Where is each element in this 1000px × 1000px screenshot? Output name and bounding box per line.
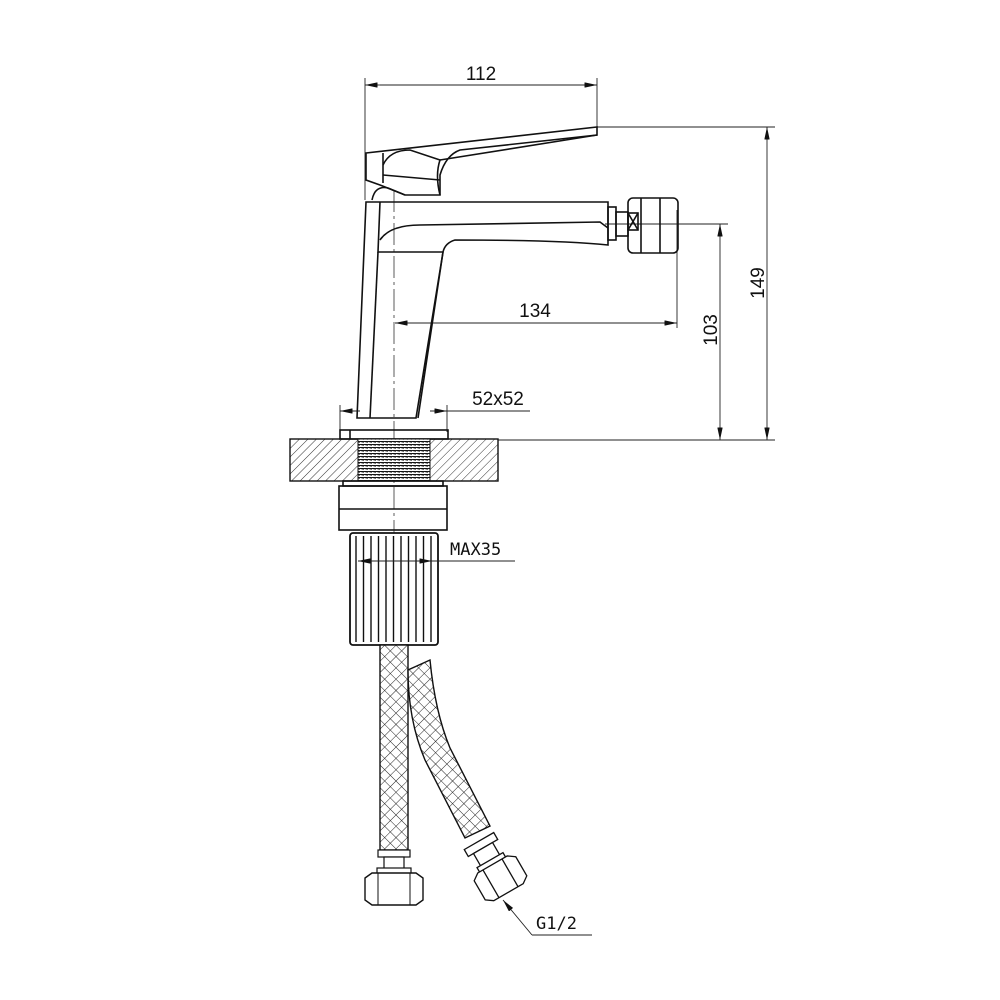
faucet-body	[356, 201, 617, 419]
dimension-103	[605, 223, 728, 440]
dimension-112	[364, 78, 598, 200]
knurled-shank	[349, 532, 439, 646]
dimension-52x52-label: 52x52	[472, 389, 524, 410]
dimension-112-label: 112	[466, 64, 496, 85]
dimension-134-label: 134	[519, 301, 551, 322]
dimension-g12-label: G1/2	[536, 914, 577, 934]
dimension-149-label: 149	[748, 267, 769, 299]
deck-section	[289, 438, 499, 482]
dimension-149	[597, 126, 775, 440]
spray-nozzle	[615, 197, 679, 254]
flexible-hose-bent	[407, 658, 528, 902]
dimension-g12	[502, 899, 592, 936]
fixing-nut	[338, 480, 448, 531]
lever-handle	[365, 126, 598, 201]
flexible-hose-straight	[364, 644, 424, 906]
dimension-134	[395, 210, 678, 328]
dimension-103-label: 103	[701, 314, 722, 346]
dimension-max35-label: MAX35	[450, 540, 501, 560]
dimension-52x52	[339, 405, 530, 432]
